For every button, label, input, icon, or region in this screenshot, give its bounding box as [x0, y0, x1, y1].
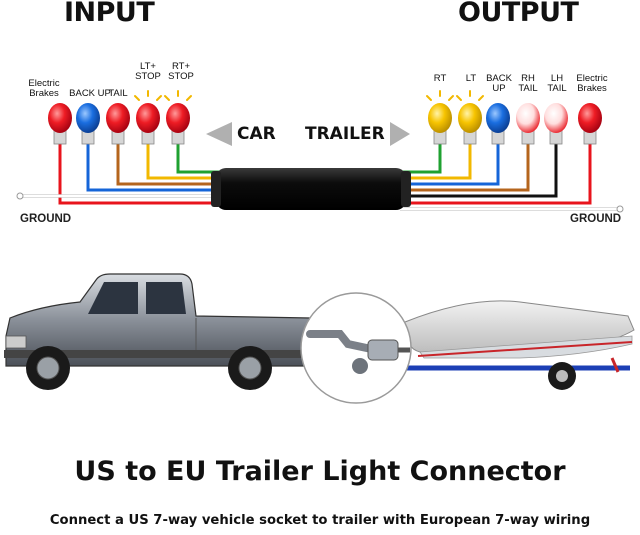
output-wires	[400, 142, 620, 211]
wire-rt-stop-in	[176, 142, 225, 174]
label-line: UP	[97, 88, 111, 99]
wire-lh-tail-out	[400, 142, 558, 198]
output-bulb-electric-brakes	[578, 103, 602, 145]
output-header: OUTPUT	[458, 0, 579, 28]
output-label-lt: LT	[466, 74, 476, 84]
input-header: INPUT	[64, 0, 155, 28]
trailer-arrow-icon	[390, 122, 410, 146]
output-label-electric-brakes: Electric Brakes	[576, 74, 607, 94]
label-line: TAIL	[108, 88, 128, 99]
cable-end-left	[211, 171, 221, 207]
label-line: RT+	[171, 61, 191, 72]
trailer-direction-label: TRAILER	[305, 124, 385, 144]
cable-end-right	[401, 171, 411, 207]
input-label-back-up: BACK UP	[69, 89, 111, 99]
label-line: TAIL	[518, 83, 538, 94]
label-line: STOP	[135, 71, 161, 82]
input-bulb-electric-brakes	[48, 103, 72, 145]
label-line: Electric	[28, 78, 60, 89]
input-label-rt-stop: RT+ STOP	[168, 62, 194, 82]
label-line: LT+	[140, 61, 156, 72]
wire-rh-tail-out	[400, 142, 530, 192]
output-label-lh-tail: LH TAIL	[547, 74, 566, 94]
car-arrow-icon	[206, 122, 232, 146]
wire-back-up-in	[86, 142, 225, 192]
boat-trailer-illustration	[390, 300, 635, 390]
wire-lt-stop-in	[146, 142, 225, 180]
label-line: Brakes	[577, 83, 607, 94]
input-label-tail: TAIL	[108, 89, 127, 99]
label-line: UP	[492, 83, 506, 94]
wire-rt-out	[400, 142, 442, 174]
pickup-truck-illustration	[4, 273, 314, 390]
input-bulb-lt-stop	[134, 90, 162, 145]
output-bulb-back-up	[486, 103, 510, 145]
ground-terminal-left	[16, 192, 24, 200]
wire-tail-in	[116, 142, 225, 186]
input-label-lt-stop: LT+ STOP	[135, 62, 161, 82]
output-bulb-lt	[456, 90, 484, 145]
label-line: TAIL	[547, 83, 567, 94]
wire-lt-out	[400, 142, 472, 180]
output-bulb-rh-tail	[516, 103, 540, 145]
input-label-electric-brakes: Electric Brakes	[28, 79, 59, 99]
label-line: BACK	[69, 88, 96, 99]
ground-label-right: GROUND	[570, 213, 622, 225]
input-bulb-tail	[106, 103, 130, 145]
output-bulb-lh-tail	[544, 103, 568, 145]
label-line: LT	[465, 73, 477, 84]
ground-label-left: GROUND	[20, 213, 72, 225]
wire-electric-brakes-out	[400, 142, 592, 205]
hitch-zoom-illustration	[300, 292, 412, 404]
cable-body	[216, 168, 406, 210]
wire-back-up-out	[400, 142, 500, 186]
page-subtitle: Connect a US 7-way vehicle socket to tra…	[49, 513, 591, 528]
label-line: RT	[433, 73, 447, 84]
label-line: RH	[521, 73, 535, 84]
output-label-rt: RT	[434, 74, 447, 84]
input-bulb-rt-stop	[164, 90, 192, 145]
input-bulb-back-up	[76, 103, 100, 145]
input-wires	[20, 142, 225, 205]
ground-terminal-right	[616, 205, 624, 213]
label-line: Electric	[576, 73, 608, 84]
output-bulb-rt	[426, 90, 454, 145]
output-label-back-up: BACK UP	[486, 74, 512, 94]
label-line: STOP	[168, 71, 194, 82]
page-title: US to EU Trailer Light Connector	[74, 456, 566, 487]
label-line: Brakes	[29, 88, 59, 99]
output-label-rh-tail: RH TAIL	[518, 74, 537, 94]
car-direction-label: CAR	[237, 124, 276, 144]
wire-electric-brakes-in	[58, 142, 225, 205]
label-line: BACK	[486, 73, 512, 84]
label-line: LH	[550, 73, 564, 84]
